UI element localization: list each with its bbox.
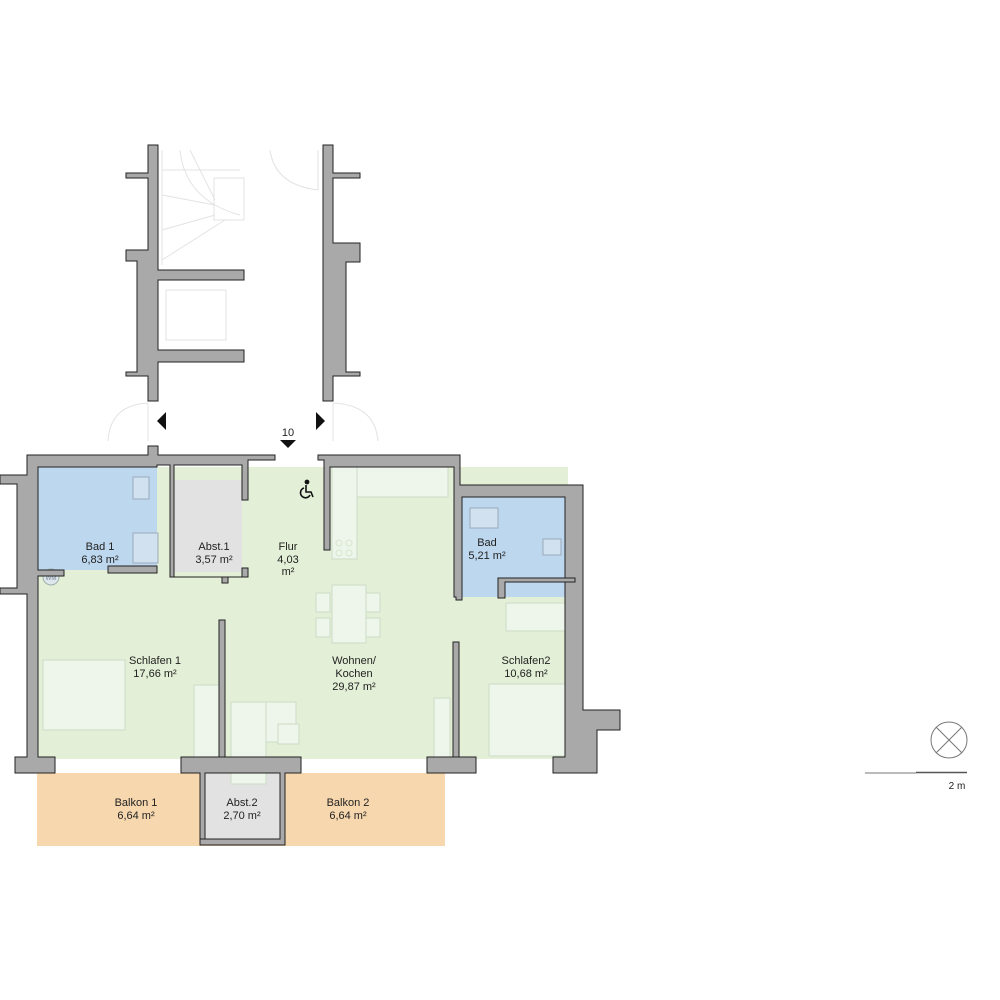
- sink: [469, 507, 499, 529]
- stairwell-walls: [125, 144, 361, 402]
- stairwell: [161, 149, 319, 341]
- room-name-balkon2: Balkon 2: [327, 797, 370, 809]
- room-name2-wohnen: Kochen: [335, 668, 372, 680]
- room-area-balkon1: 6,64 m²: [117, 810, 155, 822]
- coffee-table: [277, 723, 300, 745]
- sink-bad1: [132, 532, 159, 564]
- room-name-balkon1: Balkon 1: [115, 797, 158, 809]
- room-area-wohnen: 29,87 m²: [332, 681, 376, 693]
- room-area-abst2: 2,70 m²: [223, 810, 261, 822]
- entrance-arrow-right-icon: [316, 412, 325, 430]
- north-compass-icon: [930, 721, 968, 759]
- room-fill-abst2: [203, 773, 283, 843]
- room-area-flur: 4,03: [277, 554, 298, 566]
- room-name-abst2: Abst.2: [226, 797, 257, 809]
- wardrobe-wohnen: [433, 697, 451, 761]
- wardrobe-schlafen1: [193, 684, 221, 758]
- room-name-schlafen1: Schlafen 1: [129, 655, 181, 667]
- room-area-unit-flur: m²: [282, 566, 295, 578]
- room-area-bad1: 6,83 m²: [81, 554, 119, 566]
- room-name-schlafen2: Schlafen2: [502, 655, 551, 667]
- room-area-abst1: 3,57 m²: [195, 554, 233, 566]
- scale-bar: 2 m: [865, 771, 967, 792]
- room-area-balkon2: 6,64 m²: [329, 810, 367, 822]
- room-name-bad: Bad: [477, 537, 497, 549]
- entrance-arrow-left-icon: [157, 412, 166, 430]
- wheelchair-icon: [299, 479, 314, 499]
- room-fill-abst1: [174, 480, 242, 572]
- room-name-wohnen: Wohnen/: [332, 655, 377, 667]
- room-name-bad1: Bad 1: [86, 541, 115, 553]
- bed-schlafen2: [488, 683, 574, 757]
- dining-table: [331, 584, 367, 644]
- furniture: [42, 466, 574, 785]
- room-labels: Bad 1 6,83 m² Abst.1 3,57 m² Flur 4,03 m…: [81, 537, 550, 822]
- entrance-number: 10: [282, 427, 294, 439]
- room-area-schlafen2: 10,68 m²: [504, 668, 548, 680]
- entrance-arrow-down-icon: [280, 440, 296, 448]
- entrance: 10: [157, 412, 325, 448]
- room-area-schlafen1: 17,66 m²: [133, 668, 177, 680]
- room-name-flur: Flur: [279, 541, 298, 553]
- wardrobe-schlafen2: [505, 602, 574, 632]
- washing-machine-label: WM: [46, 576, 57, 582]
- room-name-abst1: Abst.1: [198, 541, 229, 553]
- scale-label: 2 m: [949, 781, 966, 792]
- bed-schlafen1: [42, 659, 126, 731]
- toilet-bad: [542, 538, 562, 556]
- apartment-walls: [0, 445, 621, 846]
- room-area-bad: 5,21 m²: [468, 550, 506, 562]
- toilet-bad1: [132, 476, 150, 500]
